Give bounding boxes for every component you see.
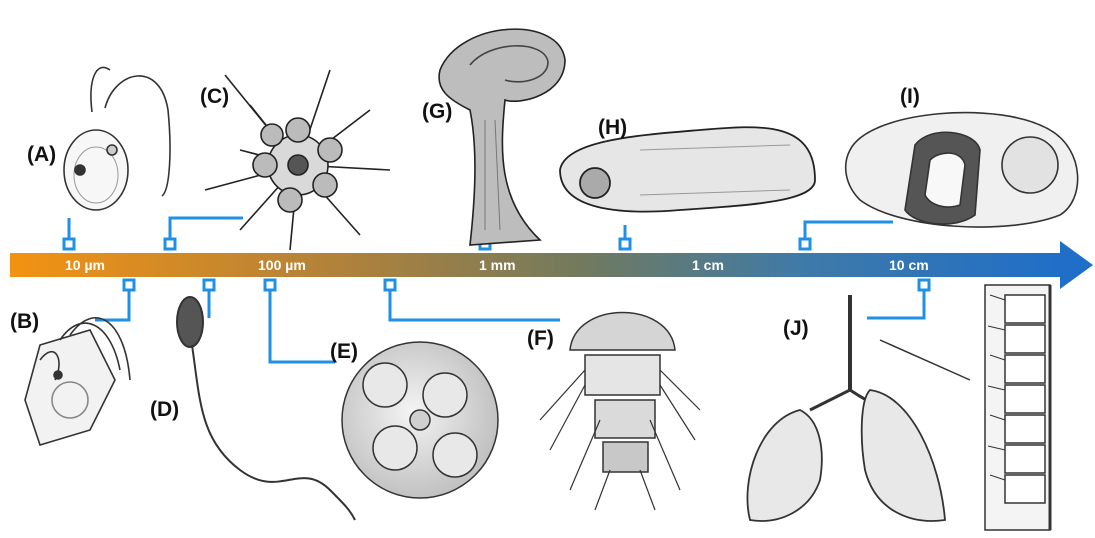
organism-c-illustration [205,70,390,250]
connector-i [805,222,893,243]
epithelium-illustration [985,285,1050,530]
axis-tick-1cm: 1 cm [692,257,724,273]
connector-f [390,288,560,320]
panel-label-e: (E) [330,340,358,364]
panel-label-d: (D) [150,398,179,422]
organism-e-illustration [342,342,498,498]
connector-e [270,288,335,362]
axis-tick-1mm: 1 mm [479,257,516,273]
axis-tick-10cm: 10 cm [889,257,929,273]
organism-a-illustration [64,67,170,210]
panel-label-g: (G) [422,100,452,124]
panel-label-b: (B) [10,310,39,334]
organism-g-illustration [439,29,565,245]
panel-label-j: (J) [783,317,809,341]
axis-tick-10um: 10 µm [65,257,105,273]
panel-label-c: (C) [200,85,229,109]
organism-j-illustration [747,295,970,521]
connector-b [95,288,129,320]
organism-f-illustration [540,313,700,511]
organism-i-illustration [846,113,1078,227]
panel-label-h: (H) [598,116,627,140]
connector-c [170,218,243,243]
panel-label-f: (F) [527,327,554,351]
axis-tick-100um: 100 µm [258,257,306,273]
connector-j [867,288,924,318]
panel-label-a: (A) [27,143,56,167]
organism-b-illustration [25,318,130,445]
organism-d-illustration [177,297,355,520]
panel-label-i: (I) [900,85,920,109]
